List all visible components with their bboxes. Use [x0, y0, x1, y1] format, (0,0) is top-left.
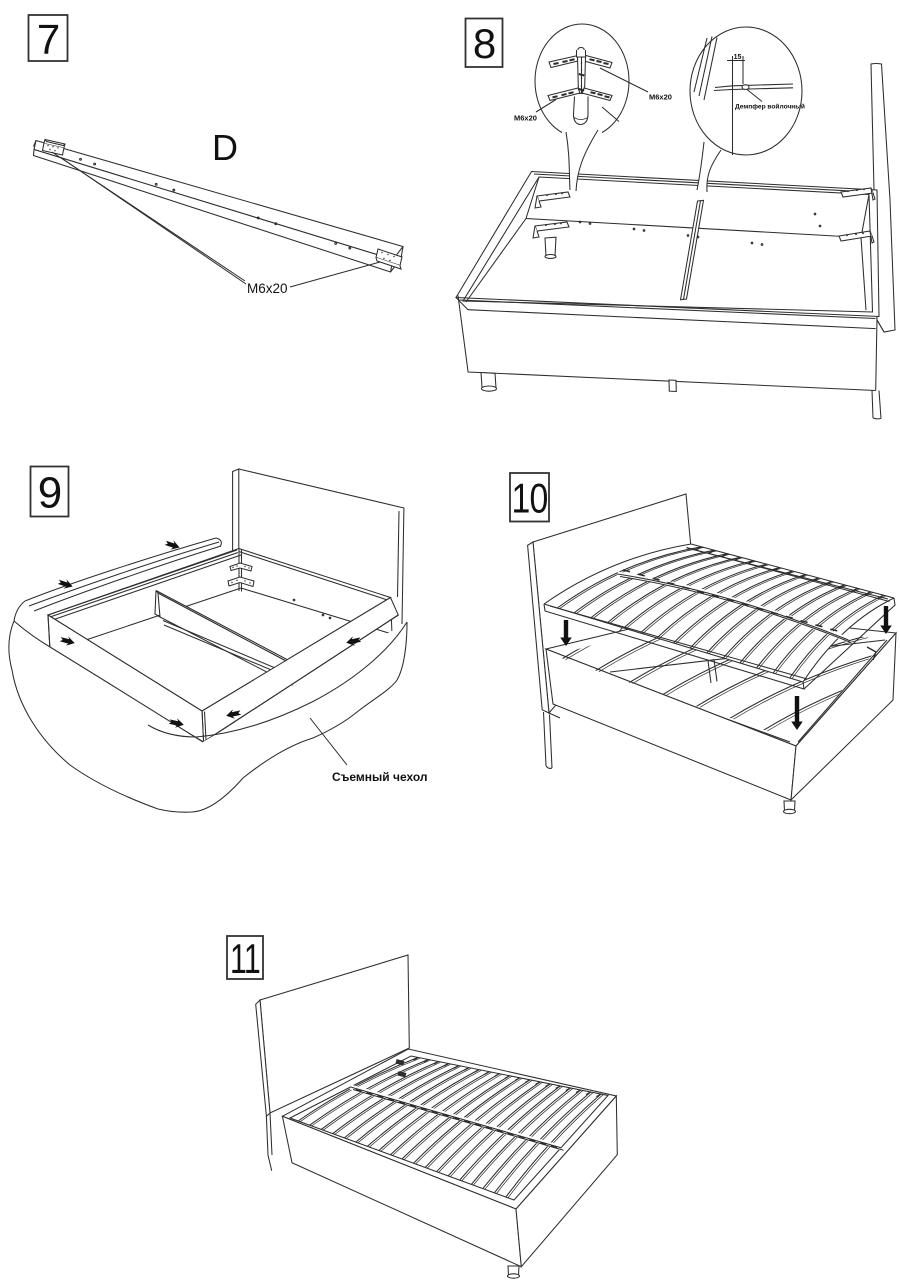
svg-text:9: 9 [38, 469, 61, 518]
svg-text:8: 8 [473, 20, 495, 67]
svg-text:7: 7 [37, 15, 59, 62]
svg-text:Съемный чехол: Съемный чехол [332, 770, 428, 784]
svg-text:11: 11 [230, 935, 260, 982]
svg-text:M6x20: M6x20 [247, 281, 288, 296]
svg-text:M6x20: M6x20 [514, 114, 537, 123]
svg-text:Демпфер войлочный: Демпфер войлочный [735, 103, 805, 111]
svg-text:15: 15 [734, 54, 742, 61]
svg-text:D: D [212, 127, 238, 168]
svg-text:10: 10 [512, 475, 548, 522]
svg-text:M6x20: M6x20 [649, 93, 672, 102]
